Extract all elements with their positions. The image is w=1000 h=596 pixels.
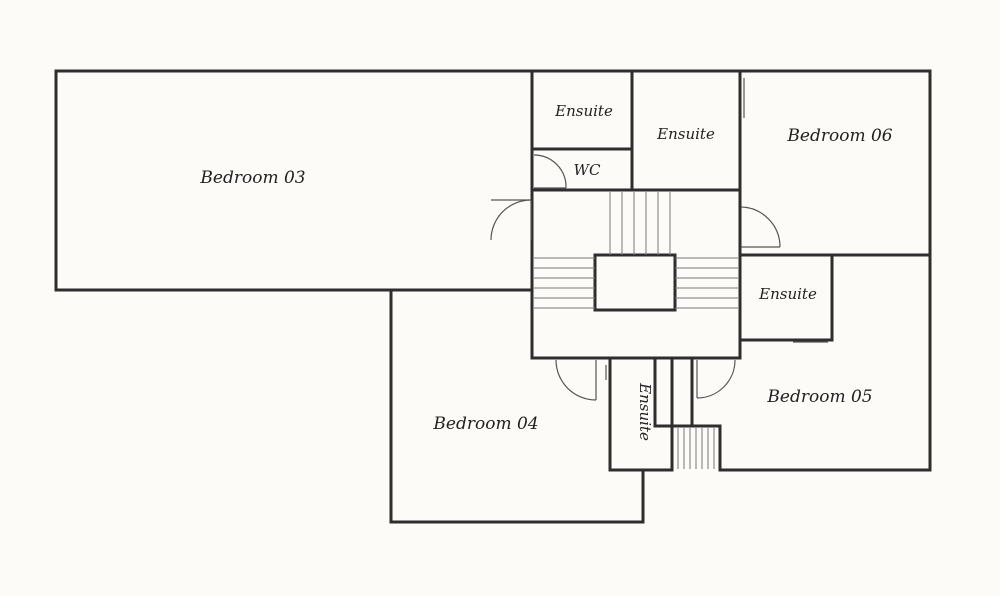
door-wc xyxy=(533,154,567,189)
stair-treads-top xyxy=(609,192,671,255)
stair-core xyxy=(530,188,742,360)
room-bedroom-03 xyxy=(54,69,534,292)
label-wc: WC xyxy=(574,161,601,179)
door-bedroom-05 xyxy=(696,359,736,399)
label-ensuite-vertical: Ensuite xyxy=(636,382,654,441)
stair-treads-left xyxy=(534,257,595,309)
room-bedroom-04 xyxy=(389,288,645,524)
label-bedroom-06: Bedroom 06 xyxy=(786,126,892,146)
label-bedroom-03: Bedroom 03 xyxy=(199,168,305,188)
door-bedroom-03 xyxy=(490,199,532,241)
room-bedroom-06 xyxy=(738,69,932,257)
label-ensuite-top-left: Ensuite xyxy=(554,102,613,120)
sketch-marks xyxy=(605,78,828,380)
label-ensuite-top-mid: Ensuite xyxy=(656,125,715,143)
room-ensuite-vertical xyxy=(608,356,722,472)
room-bedroom-05 xyxy=(718,253,932,472)
label-ensuite-right: Ensuite xyxy=(758,285,817,303)
room-ensuite-right xyxy=(738,253,834,342)
stair-lower xyxy=(677,428,715,469)
door-bedroom-06 xyxy=(740,206,781,248)
door-bedroom-04 xyxy=(555,359,597,401)
stair-treads-right xyxy=(675,257,738,309)
label-bedroom-05: Bedroom 05 xyxy=(766,387,872,407)
label-bedroom-04: Bedroom 04 xyxy=(432,414,538,434)
stair-void xyxy=(593,253,677,312)
